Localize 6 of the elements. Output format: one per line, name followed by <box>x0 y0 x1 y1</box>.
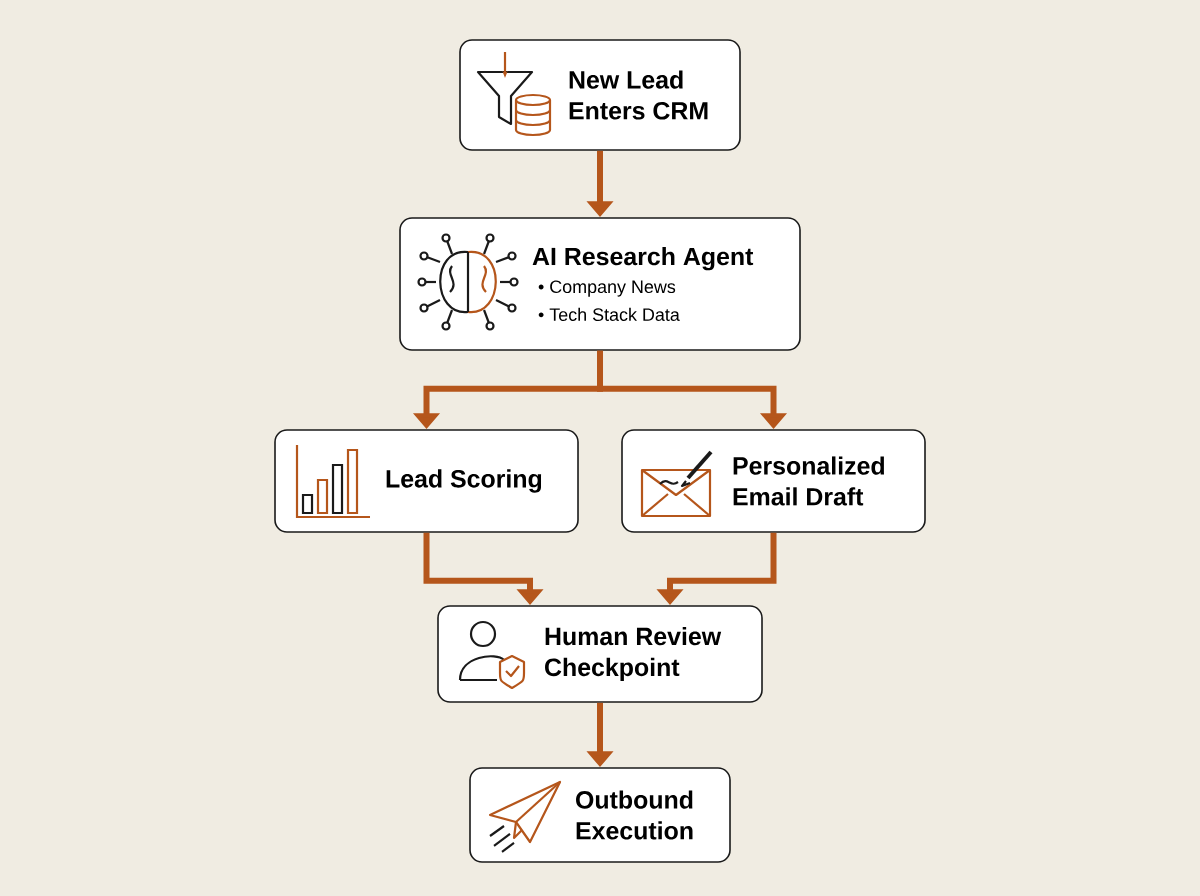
process-box: Lead Scoring <box>274 429 579 533</box>
process-box: Human Review Checkpoint <box>437 605 763 703</box>
process-box: Outbound Execution <box>469 767 731 863</box>
process-box: AI Research Agent • Company News • Tech Stack Data <box>399 217 801 351</box>
process-box: New Lead Enters CRM <box>459 39 741 151</box>
process-box: Personalized Email Draft <box>621 429 926 533</box>
